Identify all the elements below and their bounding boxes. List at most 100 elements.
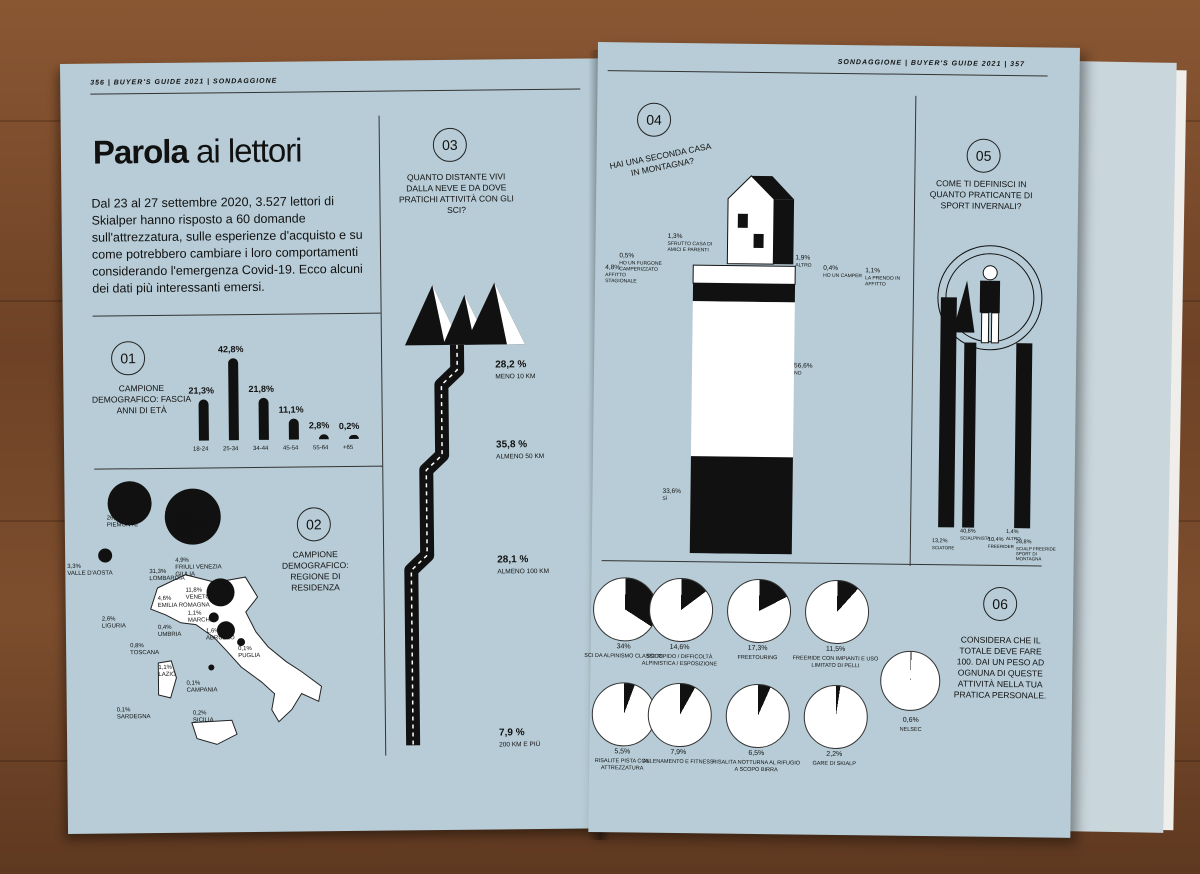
intro-text: Dal 23 al 27 settembre 2020, 3.527 letto… [91, 194, 363, 296]
region-name: VALLE D'AOSTA [67, 570, 113, 577]
activity-pie [592, 576, 658, 642]
age-bar-value: 21,3% [188, 385, 215, 396]
age-bar [348, 434, 359, 439]
house-label-text: LA PRENDO IN AFFITTO [865, 275, 901, 288]
map-region-value: 1,1%MARCHE [188, 610, 244, 625]
map-region-value: 0,8%TOSCANA [130, 643, 186, 658]
distance-label: MENO 10 KM [495, 373, 536, 381]
age-bar-value: 42,8% [217, 344, 244, 355]
age-bar-value: 2,8% [308, 419, 330, 431]
house-label-value: 56,6% [794, 362, 813, 370]
house-label-value: 1,3% [667, 232, 683, 241]
q5-number: 05 [966, 138, 1001, 173]
map-region-value: 0,1%SARDEGNA [117, 707, 173, 722]
activity-label: NELSEC [899, 726, 922, 734]
q3-caption: QUANTO DISTANTE VIVI DALLA NEVE E DA DOV… [398, 171, 514, 215]
top-rule-right [607, 70, 1048, 77]
house-label-value: 33,6% [662, 487, 681, 496]
house-label-text: SÌ [662, 495, 668, 502]
activity-label: FREETOURING [737, 654, 778, 662]
mountain-road-illustration [404, 282, 525, 746]
map-region-value: 2,6%LIGURIA [102, 616, 158, 631]
age-bar-label: 55-64 [313, 445, 329, 452]
region-name: LAZIO [158, 671, 176, 679]
region-name: TRENTINO ALTO ADIGE [172, 521, 220, 535]
activity-pie [647, 682, 713, 748]
q1-number: 01 [110, 341, 146, 376]
top-rule [90, 88, 581, 95]
activity-pie [591, 681, 657, 747]
map-region-value: 4,6%EMILIA ROMAGNA [158, 595, 214, 610]
activity-pie [804, 579, 870, 645]
map-region-value: 31,3%LOMBARDIA [149, 569, 205, 584]
region-name: SICILIA [192, 717, 214, 724]
house-labels: 4,8%AFFITTO STAGIONALE 0,5%HO UN FURGONE … [598, 42, 1080, 502]
map-region-value: 0,2%SICILIA [193, 710, 249, 725]
house-tower-illustration [689, 175, 796, 555]
region-name: MARCHE [187, 617, 214, 624]
region-name: LOMBARDIA [149, 575, 185, 583]
activity-pie [879, 650, 941, 712]
activity-pie [803, 684, 869, 750]
house-label-value: 1,1% [865, 267, 881, 275]
map-region-value: 1,1%LAZIO [158, 664, 214, 679]
activity-label: ALLENAMENTO E FITNESS [642, 758, 714, 766]
house-label-value: 0,5% [619, 252, 635, 260]
house-label-text: AFFITTO STAGIONALE [605, 272, 637, 285]
activity-percent: 11,5% [825, 645, 846, 654]
map-region-value: 0,1%CAMPANIA [186, 680, 242, 695]
region-name: PUGLIA [238, 652, 261, 660]
skier-label-text: SCIALP FREERIDE SPORT DI MONTAGNA [1015, 546, 1056, 562]
activity-percent: 7,9% [670, 748, 687, 757]
activity-pie [725, 683, 791, 749]
activity-label: GARE DI SKIALP [812, 760, 856, 768]
page-title: Parola ai lettori [92, 131, 302, 171]
distance-percent: 35,8 % [495, 439, 528, 451]
house-label-value: 1,9% [795, 254, 811, 262]
house-label-text: HO UN FURGONE CAMPERIZZATO [619, 260, 662, 273]
map-region-value: 10,2%TRENTINO ALTO ADIGE [173, 514, 229, 536]
running-head-right: SONDAGGIONE | BUYER'S GUIDE 2021 | 357 [837, 58, 1025, 69]
activity-percent: 6,5% [748, 749, 765, 758]
map-region-value: 1,6%ABRUZZO [206, 628, 262, 643]
house-label-text: HO UN CAMPER [823, 272, 863, 280]
right-column-rule [909, 95, 917, 566]
region-name: CAMPANIA [186, 687, 218, 694]
region-name: TOSCANA [130, 649, 160, 657]
region-name: EMILIA ROMAGNA [157, 602, 210, 610]
map-region-value: 3,3%VALLE D'AOSTA [67, 563, 123, 578]
section-rule-2 [94, 465, 383, 470]
age-bar [228, 358, 239, 441]
q3-number: 03 [432, 127, 468, 163]
right-bottom-rule [601, 560, 1042, 567]
activity-label: RISALITA NOTTURNA AL RIFUGIO A SCOPO BIR… [712, 759, 801, 773]
distance-label: ALMENO 50 KM [496, 452, 545, 461]
distance-label: 200 KM E PIÙ [499, 741, 541, 749]
q5-caption: COME TI DEFINISCI IN QUANTO PRATICANTE D… [929, 178, 1033, 212]
underlying-page [1063, 61, 1177, 833]
distance-label: ALMENO 100 KM [497, 567, 550, 576]
activity-percent: 14,6% [669, 643, 690, 652]
region-name: LIGURIA [101, 623, 126, 630]
right-page: SONDAGGIONE | BUYER'S GUIDE 2021 | 357 0… [584, 42, 1080, 838]
age-bar [258, 398, 269, 440]
age-bar-label: 45-54 [283, 445, 299, 452]
house-label-text: NO [793, 370, 802, 377]
age-bar-value: 0,2% [338, 420, 360, 432]
skier-illustration [937, 245, 1043, 529]
region-name: ABRUZZO [205, 635, 235, 642]
age-bar-label: 18-24 [193, 446, 209, 453]
region-name: SARDEGNA [116, 714, 151, 721]
house-label-value: 4,8% [605, 264, 621, 272]
distance-percent: 7,9 % [498, 727, 525, 739]
activity-pie [648, 577, 714, 643]
age-bar-value: 11,1% [278, 404, 304, 415]
q6-caption: CONSIDERA CHE IL TOTALE DEVE FARE 100. D… [953, 634, 1047, 701]
house-label-text: SFRUTTO CASA DI AMICI E PARENTI [667, 240, 713, 254]
age-bar [318, 433, 329, 440]
